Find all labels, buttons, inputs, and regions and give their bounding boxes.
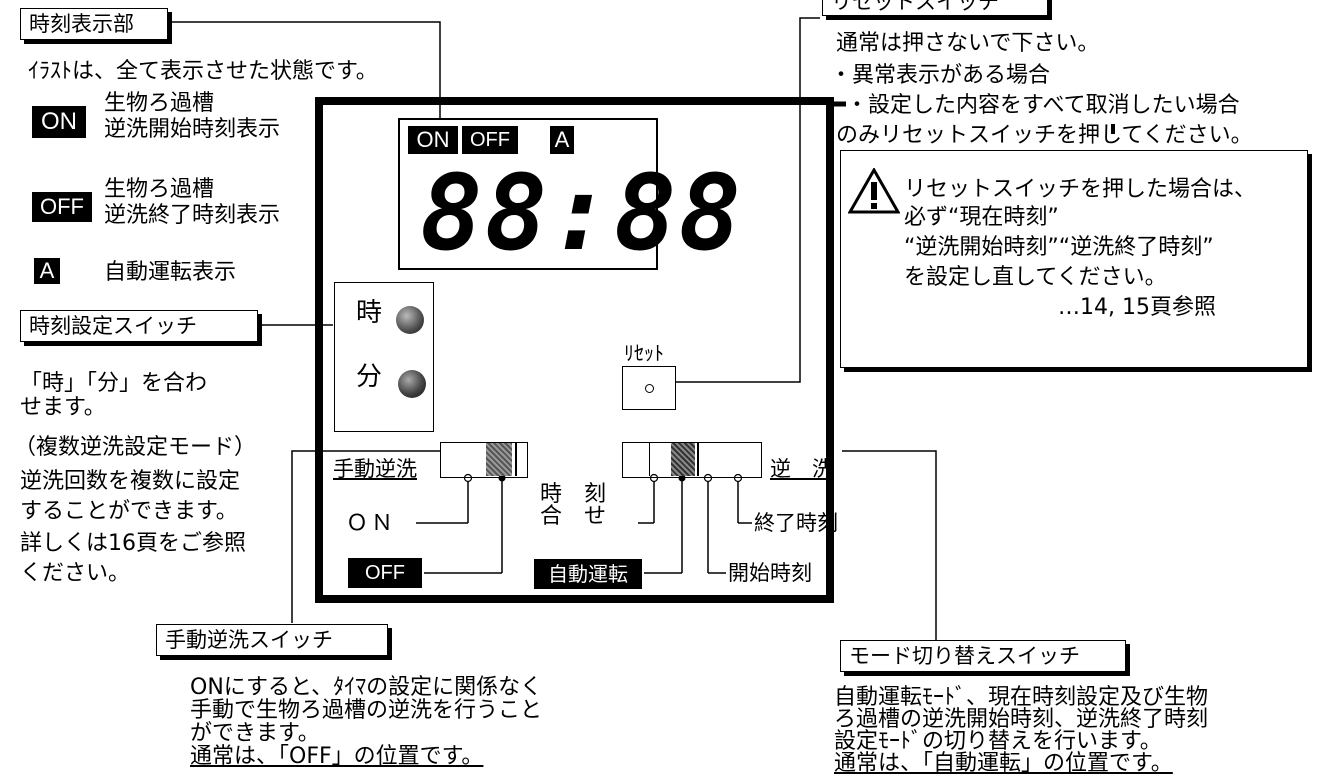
- manual-switch-divider: [515, 443, 517, 476]
- multi-line-3: することができます。: [20, 499, 238, 524]
- mode-backwash-label: 逆 洗: [770, 457, 833, 481]
- lcd-on-badge: ON: [408, 126, 458, 154]
- on-legend-line2: 逆洗開始時刻表示: [104, 117, 281, 142]
- warning-box: [840, 150, 1308, 368]
- manual-on-label: ＯＮ: [346, 511, 397, 536]
- warning-line-4: を設定し直してください。: [904, 265, 1167, 290]
- multi-line-5: ください。: [20, 561, 131, 586]
- lcd-time-readout: 88:88: [420, 152, 744, 274]
- mode-start-label: 開始時刻: [728, 561, 812, 585]
- off-badge: OFF: [32, 192, 92, 222]
- manual-switch-label: 手動逆洗スイッチ: [156, 624, 388, 656]
- warning-line-1: リセットスイッチを押した場合は、: [904, 177, 1257, 202]
- on-legend-line1: 生物ろ過槽: [104, 91, 215, 116]
- time-set-button-group: [334, 282, 434, 432]
- reset-button[interactable]: [622, 366, 676, 410]
- manual-line-1: ONにすると、ﾀｲﾏの設定に関係なく: [190, 675, 543, 700]
- reset-hole-icon: [645, 384, 654, 393]
- manual-switch-knob: [486, 443, 512, 476]
- reset-label: ﾘｾｯﾄ: [624, 341, 664, 365]
- minute-label: 分: [356, 362, 383, 392]
- mode-timeset-label-2: 合 せ: [540, 504, 607, 529]
- mode-switch-knob: [671, 443, 695, 476]
- lcd-display: [398, 118, 658, 270]
- auto-legend-text: 自動運転表示: [104, 260, 237, 285]
- manual-line-2: 手動で生物ろ過槽の逆洗を行うこと: [190, 698, 543, 723]
- manual-backwash-label: 手動逆洗: [333, 457, 417, 481]
- hour-label: 時: [356, 298, 383, 328]
- reset-line-3: ・設定した内容をすべて取消したい場合: [846, 93, 1240, 118]
- warning-icon: [848, 168, 900, 214]
- mode-usual: 通常は、「自動運転」の位置です。: [834, 751, 1173, 776]
- warning-line-3: “逆洗開始時刻”“逆洗終了時刻”: [904, 235, 1214, 260]
- on-badge: ON: [32, 106, 86, 138]
- reset-line-4: のみリセットスイッチを押してください。: [836, 123, 1253, 148]
- illustration-note: ｲﾗｽﾄは、全て表示させた状態です。: [28, 59, 378, 84]
- multi-line-4: 詳しくは16頁をご参照: [20, 531, 246, 556]
- mode-switch-label: モード切り替えスイッチ: [840, 640, 1126, 672]
- mode-switch-left-seg: [623, 443, 650, 476]
- lcd-auto-badge: A: [550, 126, 574, 154]
- time-set-desc-1: 「時」「分」を合わ: [20, 371, 208, 396]
- manual-line-3: ができます。: [190, 721, 320, 746]
- auto-badge: A: [34, 258, 60, 284]
- mode-line-2: ろ過槽の逆洗開始時刻、逆洗終了時刻: [834, 707, 1209, 732]
- mode-end-label: 終了時刻: [754, 511, 838, 535]
- time-display-label: 時刻表示部: [20, 8, 168, 40]
- minute-button[interactable]: [398, 370, 426, 398]
- mode-line-1: 自動運転ﾓｰﾄﾞ、現在時刻設定及び生物: [834, 685, 1209, 710]
- mode-timeset-label-1: 時 刻: [540, 482, 607, 507]
- reset-line-1: 通常は押さないで下さい。: [836, 31, 1100, 56]
- mode-switch-divider: [697, 443, 699, 476]
- time-set-switch-label: 時刻設定スイッチ: [20, 310, 258, 342]
- multi-line-1: （複数逆洗設定モード）: [14, 435, 257, 460]
- off-legend-line2: 逆洗終了時刻表示: [104, 203, 281, 228]
- warning-line-2: 必ず“現在時刻”: [904, 205, 1059, 230]
- mode-auto-label: 自動運転: [534, 559, 642, 589]
- off-legend-line1: 生物ろ過槽: [104, 177, 215, 202]
- mode-switch[interactable]: [622, 442, 762, 478]
- manual-backwash-switch[interactable]: [440, 442, 528, 478]
- reset-switch-label: リセットスイッチ: [822, 0, 1048, 16]
- reset-line-2: ・異常表示がある場合: [830, 63, 1051, 88]
- time-set-desc-2: せます。: [20, 395, 106, 420]
- warning-line-5: …14, 15頁参照: [1058, 295, 1216, 320]
- lcd-off-badge: OFF: [462, 126, 518, 154]
- mode-line-3: 設定ﾓｰﾄﾞの切り替えを行います。: [834, 729, 1162, 754]
- multi-line-2: 逆洗回数を複数に設定: [20, 469, 241, 494]
- hour-button[interactable]: [396, 306, 424, 334]
- manual-off-label: OFF: [348, 558, 422, 588]
- manual-usual: 通常は、「OFF」の位置です。: [190, 744, 484, 769]
